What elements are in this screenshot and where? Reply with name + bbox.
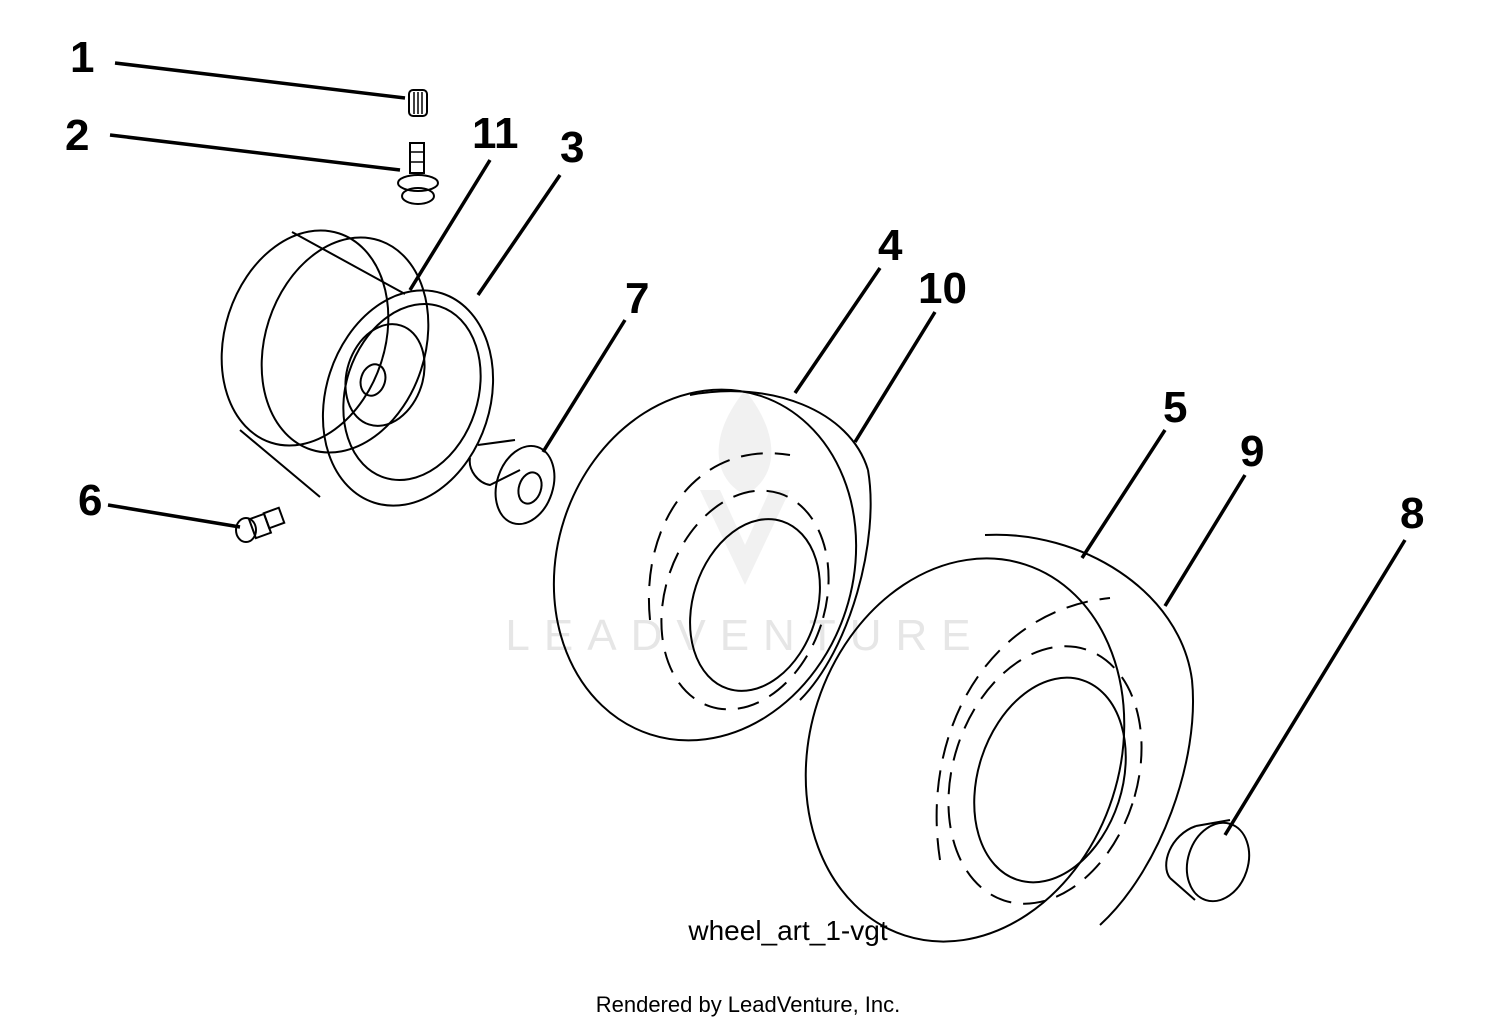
leader-line-11 <box>408 159 492 291</box>
flange-bushing-part <box>468 439 556 526</box>
front-tire-part <box>552 388 872 742</box>
callout-10: 10 <box>918 264 967 313</box>
diagram-caption: wheel_art_1-vgt <box>687 915 887 946</box>
leader-line-3 <box>476 174 562 296</box>
callout-6: 6 <box>78 476 102 525</box>
bushing-part <box>1165 819 1251 903</box>
callout-2: 2 <box>65 111 89 160</box>
leader-line-10 <box>853 311 937 443</box>
leader-line-1 <box>114 61 406 100</box>
leader-lines <box>107 61 1407 836</box>
valve-stem-part <box>397 142 439 205</box>
leader-line-9 <box>1163 474 1247 607</box>
watermark-text: LEADVENTURE <box>505 611 984 660</box>
callout-4: 4 <box>878 221 903 270</box>
leader-line-5 <box>1080 429 1167 559</box>
callout-8: 8 <box>1400 489 1424 538</box>
callout-9: 9 <box>1240 427 1264 476</box>
callout-3: 3 <box>560 123 584 172</box>
leader-line-2 <box>109 133 401 172</box>
valve-cap-part <box>408 89 428 117</box>
wheel-rim-part <box>220 229 495 507</box>
callout-11: 11 <box>472 109 519 158</box>
leader-line-7 <box>541 319 627 453</box>
footer-credit: Rendered by LeadVenture, Inc. <box>596 992 901 1017</box>
callout-5: 5 <box>1163 383 1187 432</box>
leader-line-6 <box>107 503 241 529</box>
leader-line-8 <box>1223 539 1407 836</box>
watermark-logo <box>700 390 790 585</box>
leader-line-4 <box>793 267 882 394</box>
callout-7: 7 <box>625 274 649 323</box>
callout-1: 1 <box>70 33 94 82</box>
grease-fitting-part <box>235 506 286 543</box>
rear-tire-part <box>804 533 1194 943</box>
